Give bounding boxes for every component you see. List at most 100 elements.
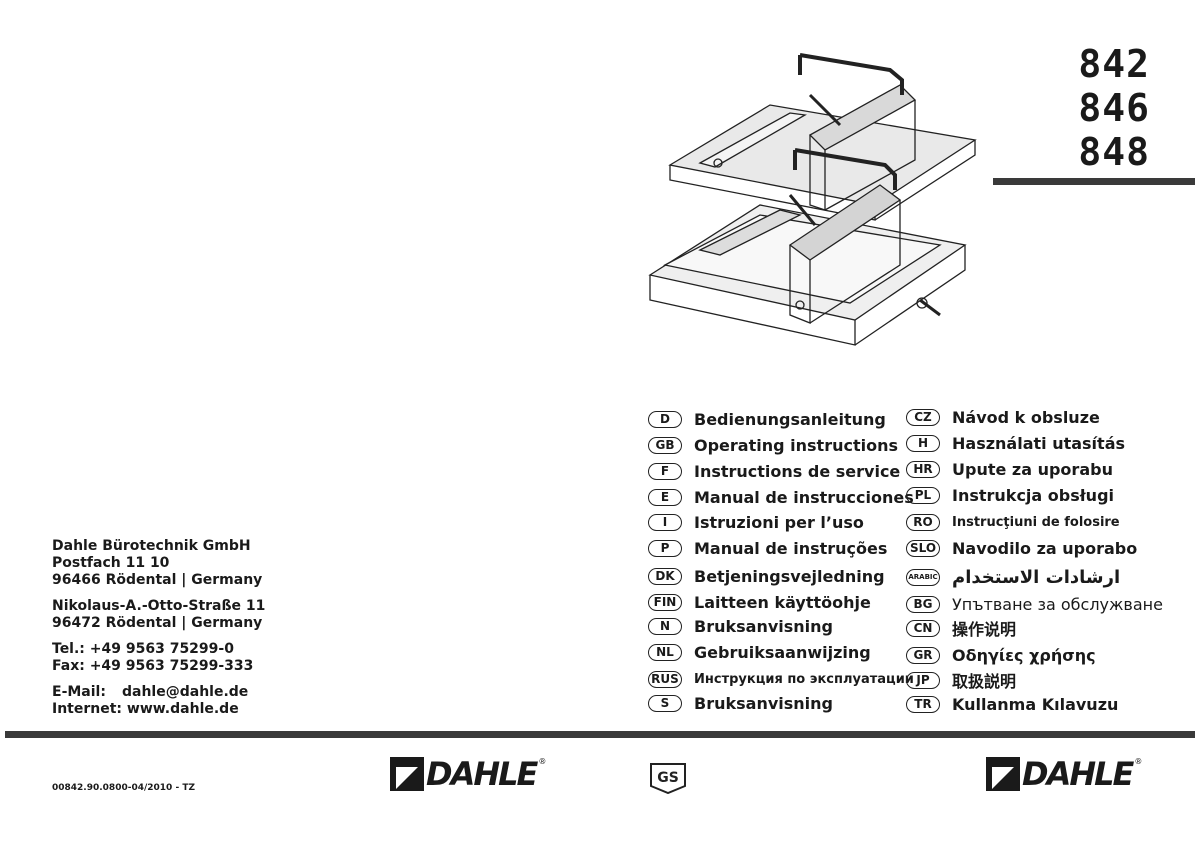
- po-city: 96466 Rödental | Germany: [52, 572, 263, 588]
- dahle-wordmark: DAHLE: [426, 755, 538, 793]
- document-number: 00842.90.0800-04/2010 - TZ: [52, 783, 195, 793]
- lang-label: Bruksanvisning: [694, 616, 833, 636]
- lang-label: Bruksanvisning: [694, 693, 833, 713]
- lang-item-gb: GB Operating instructions: [648, 432, 898, 458]
- lang-item-arabic: ARABIC ارشادات الاستخدام: [906, 564, 1120, 590]
- dahle-logo-icon: [390, 757, 424, 791]
- lang-label: Инструкция по эксплуатации: [694, 671, 914, 687]
- lang-code: N: [648, 617, 682, 635]
- lang-code: I: [648, 513, 682, 531]
- lang-label: Betjeningsvejledning: [694, 566, 885, 586]
- company-address: Dahle Bürotechnik GmbH Postfach 11 10 96…: [52, 538, 265, 718]
- lang-item-h: H Használati utasítás: [906, 430, 1125, 456]
- lang-code: GR: [906, 646, 940, 664]
- lang-code: FIN: [648, 593, 682, 611]
- internet-label: Internet:: [52, 701, 123, 717]
- lang-code: CZ: [906, 408, 940, 426]
- model-numbers: 842 846 848: [1078, 42, 1150, 174]
- model-842: 842: [1078, 42, 1150, 86]
- lang-item-s: S Bruksanvisning: [648, 690, 833, 716]
- lang-label: Instructions de service: [694, 461, 901, 481]
- lang-code: D: [648, 410, 682, 428]
- telephone: Tel.: +49 9563 75299-0: [52, 641, 234, 657]
- lang-code: S: [648, 694, 682, 712]
- lang-code: HR: [906, 460, 940, 478]
- dahle-wordmark: DAHLE: [1022, 755, 1134, 793]
- lang-label: Operating instructions: [694, 435, 898, 455]
- lang-code: SLO: [906, 539, 940, 557]
- lang-item-p: P Manual de instruções: [648, 535, 887, 561]
- street-city: 96472 Rödental | Germany: [52, 615, 263, 631]
- lang-code: CN: [906, 619, 940, 637]
- internet-link[interactable]: www.dahle.de: [126, 701, 239, 717]
- lang-item-d: D Bedienungsanleitung: [648, 406, 886, 432]
- lang-label: Manual de instruções: [694, 538, 888, 558]
- lang-label: Istruzioni per l’uso: [694, 512, 864, 532]
- model-divider-bar: [993, 178, 1195, 185]
- dahle-logo-right: DAHLE ®: [986, 757, 1142, 791]
- lang-code: NL: [648, 643, 682, 661]
- street: Nikolaus-A.-Otto-Straße 11: [52, 598, 266, 614]
- lang-label: Упътване за обслужване: [952, 594, 1163, 614]
- lang-item-cn: CN 操作说明: [906, 615, 1016, 641]
- lang-code: PL: [906, 486, 940, 504]
- email-row: E-Mail: dahle@dahle.de: [52, 684, 265, 701]
- lang-label: Instrukcja obsługi: [952, 485, 1115, 505]
- svg-text:GS: GS: [657, 770, 679, 786]
- lang-label: ارشادات الاستخدام: [952, 566, 1121, 588]
- lang-code: GB: [648, 436, 682, 454]
- registered-mark: ®: [538, 757, 547, 766]
- lang-item-f: F Instructions de service: [648, 458, 900, 484]
- lang-item-slo: SLO Navodilo za uporabo: [906, 535, 1137, 561]
- lang-code: E: [648, 488, 682, 506]
- fax: Fax: +49 9563 75299-333: [52, 658, 254, 674]
- dahle-logo-icon: [986, 757, 1020, 791]
- lang-label: Návod k obsluze: [952, 407, 1100, 427]
- lang-label: 操作说明: [952, 620, 1017, 639]
- lang-label: Gebruiksaanwijzing: [694, 642, 871, 662]
- lang-code: P: [648, 539, 682, 557]
- lang-item-ro: RO Instrucţiuni de folosire: [906, 509, 1120, 535]
- internet-row: Internet: www.dahle.de: [52, 701, 265, 718]
- lang-item-bg: BG Упътване за обслужване: [906, 591, 1163, 617]
- lang-item-e: E Manual de instrucciones: [648, 484, 914, 510]
- model-846: 846: [1078, 86, 1150, 130]
- lang-item-cz: CZ Návod k obsluze: [906, 404, 1100, 430]
- lang-label: Instrucţiuni de folosire: [952, 514, 1120, 530]
- lang-label: Navodilo za uporabo: [952, 538, 1138, 558]
- model-848: 848: [1078, 130, 1150, 174]
- lang-code: ARABIC: [906, 568, 940, 586]
- lang-label: Használati utasítás: [952, 433, 1126, 453]
- lang-code: TR: [906, 695, 940, 713]
- po-box: Postfach 11 10: [52, 555, 170, 571]
- gs-certification-icon: GS: [650, 763, 686, 794]
- lang-label: Upute za uporabu: [952, 459, 1113, 479]
- lang-item-i: I Istruzioni per l’uso: [648, 509, 864, 535]
- lang-item-tr: TR Kullanma Kılavuzu: [906, 691, 1118, 717]
- lang-item-fin: FIN Laitteen käyttöohje: [648, 589, 871, 615]
- lang-code: F: [648, 462, 682, 480]
- lang-code: JP: [906, 671, 940, 689]
- lang-code: DK: [648, 567, 682, 585]
- lang-item-rus: RUS Инструкция по эксплуатации: [648, 666, 914, 692]
- lang-item-n: N Bruksanvisning: [648, 613, 833, 639]
- lang-code: RO: [906, 513, 940, 531]
- lang-label: Bedienungsanleitung: [694, 409, 886, 429]
- email-label: E-Mail:: [52, 684, 106, 700]
- paper-cutter-illustration-icon: [648, 53, 977, 346]
- company-name: Dahle Bürotechnik GmbH: [52, 538, 251, 554]
- email-link[interactable]: dahle@dahle.de: [122, 684, 249, 700]
- lang-code: H: [906, 434, 940, 452]
- lang-item-nl: NL Gebruiksaanwijzing: [648, 639, 871, 665]
- lang-code: BG: [906, 595, 940, 613]
- registered-mark: ®: [1134, 757, 1143, 766]
- lang-label: Manual de instrucciones: [694, 487, 914, 507]
- lang-item-pl: PL Instrukcja obsługi: [906, 482, 1114, 508]
- lang-label: Laitteen käyttöohje: [694, 592, 871, 612]
- lang-label: Kullanma Kılavuzu: [952, 694, 1119, 714]
- footer-divider-bar: [5, 731, 1195, 738]
- dahle-logo-left: DAHLE ®: [390, 757, 546, 791]
- lang-code: RUS: [648, 670, 682, 688]
